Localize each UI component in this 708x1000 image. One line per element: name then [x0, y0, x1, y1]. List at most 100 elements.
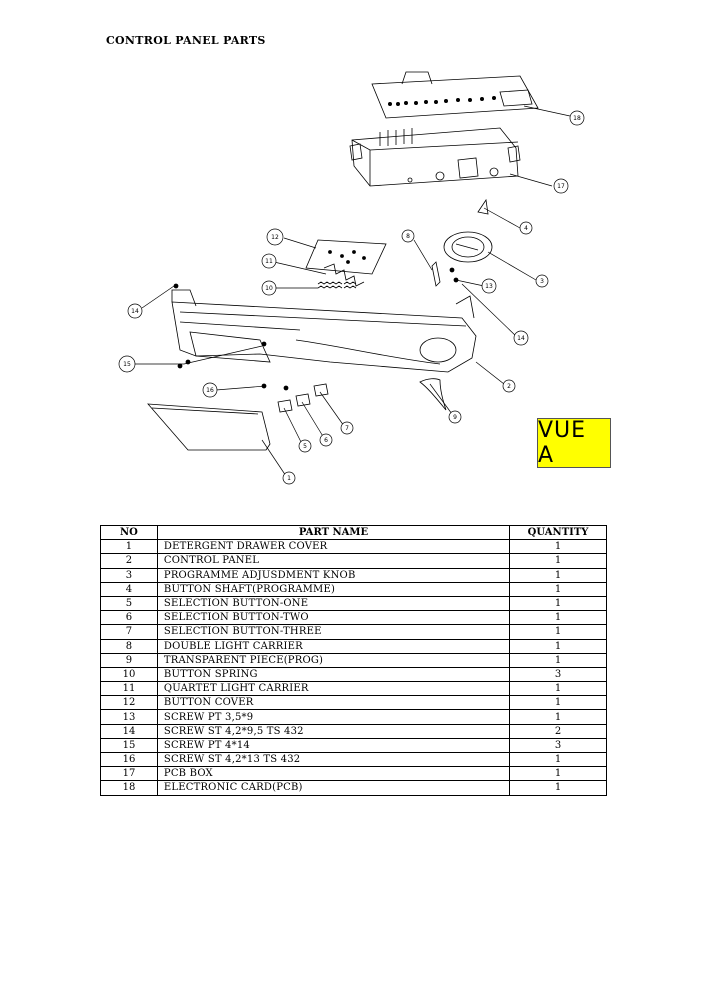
quantity-cell: 1: [509, 595, 607, 612]
svg-text:12: 12: [271, 234, 279, 241]
exploded-parts-diagram: 18 17 4 3 8 12 11 10 13 14 14 15 16 2 9 …: [118, 71, 585, 485]
quantity-cell: 1: [509, 751, 607, 768]
part-name-cell: TRANSPARENT PIECE(PROG): [156, 652, 511, 668]
svg-text:18: 18: [573, 115, 581, 122]
svg-text:15: 15: [123, 361, 131, 368]
callout-17: 17: [553, 178, 569, 194]
transparent-piece-drawing: [419, 378, 447, 411]
svg-text:11: 11: [265, 258, 273, 265]
header-quantity: QUANTITY: [509, 524, 607, 541]
part-number-cell: 11: [100, 681, 158, 697]
part-name-cell: SCREW PT 3,5*9: [156, 709, 511, 725]
part-name-cell: ELECTRONIC CARD(PCB): [156, 780, 511, 796]
quantity-cell: 1: [509, 610, 607, 626]
callout-4: 4: [519, 221, 533, 235]
part-name-cell: QUARTET LIGHT CARRIER: [156, 681, 511, 697]
part-name-cell: BUTTON COVER: [156, 695, 511, 711]
part-number-cell: 4: [100, 581, 158, 597]
part-name-cell: SELECTION BUTTON-THREE: [156, 624, 511, 640]
double-light-carrier-drawing: [431, 261, 441, 287]
callout-5: 5: [298, 439, 312, 453]
button-seven-drawing: [313, 383, 329, 397]
button-shaft-drawing: [477, 198, 489, 215]
callout-2: 2: [502, 379, 516, 393]
svg-text:9: 9: [453, 414, 457, 421]
part-number-cell: 16: [100, 751, 158, 768]
svg-text:2: 2: [507, 383, 511, 390]
part-name-cell: SELECTION BUTTON-ONE: [156, 595, 511, 612]
quantity-cell: 1: [509, 567, 607, 583]
quantity-cell: 1: [509, 709, 607, 725]
part-number-cell: 18: [100, 780, 158, 796]
part-name-cell: SCREW ST 4,2*13 TS 432: [156, 751, 511, 768]
button-cover-drawing: [305, 239, 387, 275]
part-number-cell: 5: [100, 595, 158, 612]
quantity-cell: 1: [509, 553, 607, 569]
light-carrier-drawing: [323, 263, 365, 287]
quantity-cell: 3: [509, 737, 607, 754]
svg-text:6: 6: [324, 437, 328, 444]
svg-text:1: 1: [287, 475, 291, 482]
callout-18: 18: [569, 110, 585, 126]
part-name-cell: CONTROL PANEL: [156, 553, 511, 569]
quantity-cell: 1: [509, 652, 607, 668]
view-label: VUE A: [538, 418, 587, 468]
svg-text:13: 13: [485, 283, 493, 290]
quantity-cell: 1: [509, 766, 607, 782]
svg-text:14: 14: [517, 335, 525, 342]
part-number-cell: 2: [100, 553, 158, 569]
svg-text:8: 8: [406, 233, 410, 240]
callout-9: 9: [448, 410, 462, 424]
part-number-cell: 1: [100, 539, 158, 555]
callout-14-left: 14: [127, 303, 143, 319]
part-number-cell: 10: [100, 666, 158, 683]
part-name-cell: PROGRAMME ADJUSDMENT KNOB: [156, 567, 511, 583]
view-label-box: VUE A: [537, 418, 611, 468]
svg-text:16: 16: [206, 387, 214, 394]
part-name-cell: PCB BOX: [156, 766, 511, 782]
callout-1: 1: [282, 471, 296, 485]
knob-drawing: [443, 231, 493, 263]
button-five-drawing: [277, 399, 293, 413]
svg-text:4: 4: [524, 225, 528, 232]
control-panel-drawing: [171, 289, 477, 373]
part-number-cell: 7: [100, 624, 158, 640]
part-name-cell: SCREW ST 4,2*9,5 TS 432: [156, 723, 511, 739]
table-header-row: NO PART NAME QUANTITY: [100, 524, 607, 541]
button-six-drawing: [295, 393, 311, 407]
callout-14-right: 14: [513, 330, 529, 346]
svg-text:14: 14: [131, 308, 139, 315]
callout-12: 12: [266, 228, 284, 246]
quantity-cell: 1: [509, 681, 607, 697]
svg-text:7: 7: [345, 425, 349, 432]
part-name-cell: BUTTON SPRING: [156, 666, 511, 683]
part-name-cell: SELECTION BUTTON-TWO: [156, 610, 511, 626]
svg-text:10: 10: [265, 285, 273, 292]
header-part-name: PART NAME: [156, 524, 511, 541]
part-name-cell: BUTTON SHAFT(PROGRAMME): [156, 581, 511, 597]
pcb-card-drawing: [371, 71, 539, 119]
quantity-cell: 1: [509, 780, 607, 796]
quantity-cell: 1: [509, 695, 607, 711]
svg-text:17: 17: [557, 183, 565, 190]
quantity-cell: 1: [509, 624, 607, 640]
springs-drawing: [317, 281, 357, 289]
quantity-cell: 3: [509, 666, 607, 683]
part-number-cell: 14: [100, 723, 158, 739]
part-number-cell: 12: [100, 695, 158, 711]
callout-10: 10: [261, 280, 277, 296]
